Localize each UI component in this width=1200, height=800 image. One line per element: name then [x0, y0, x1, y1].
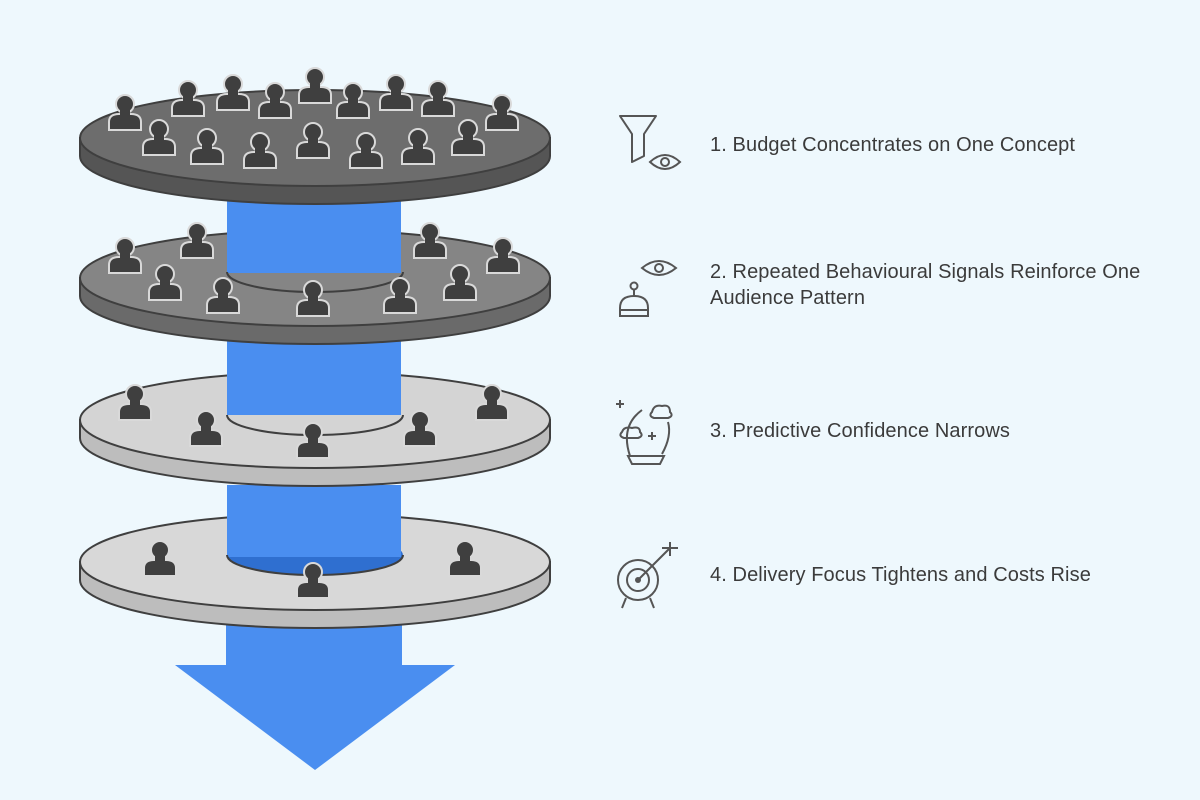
layer-2 [79, 195, 551, 345]
layer-4 [79, 485, 551, 629]
step-3: 3. Predictive Confidence Narrows [612, 396, 1182, 466]
crystal-ball-icon [616, 400, 673, 465]
step-4: 4. Delivery Focus Tightens and Costs Ris… [612, 540, 1182, 610]
eye-signal-icon [619, 260, 678, 317]
arrow-head [175, 665, 455, 770]
person-icon [298, 67, 332, 104]
step-3-label: 3. Predictive Confidence Narrows [710, 420, 1010, 442]
target-arrow-icon [617, 542, 678, 609]
step-4-label: 4. Delivery Focus Tightens and Costs Ris… [710, 564, 1091, 586]
step-1-label: 1. Budget Concentrates on One Concept [710, 134, 1076, 156]
layer-1 [79, 67, 551, 205]
step-2-label: 2. Repeated Behavioural Signals Reinforc… [710, 261, 1141, 309]
step-2: 2. Repeated Behavioural Signals Reinforc… [612, 250, 1182, 320]
layer-3 [79, 340, 551, 487]
funnel-eye-icon [619, 115, 682, 170]
step-1: 1. Budget Concentrates on One Concept [612, 110, 1182, 180]
